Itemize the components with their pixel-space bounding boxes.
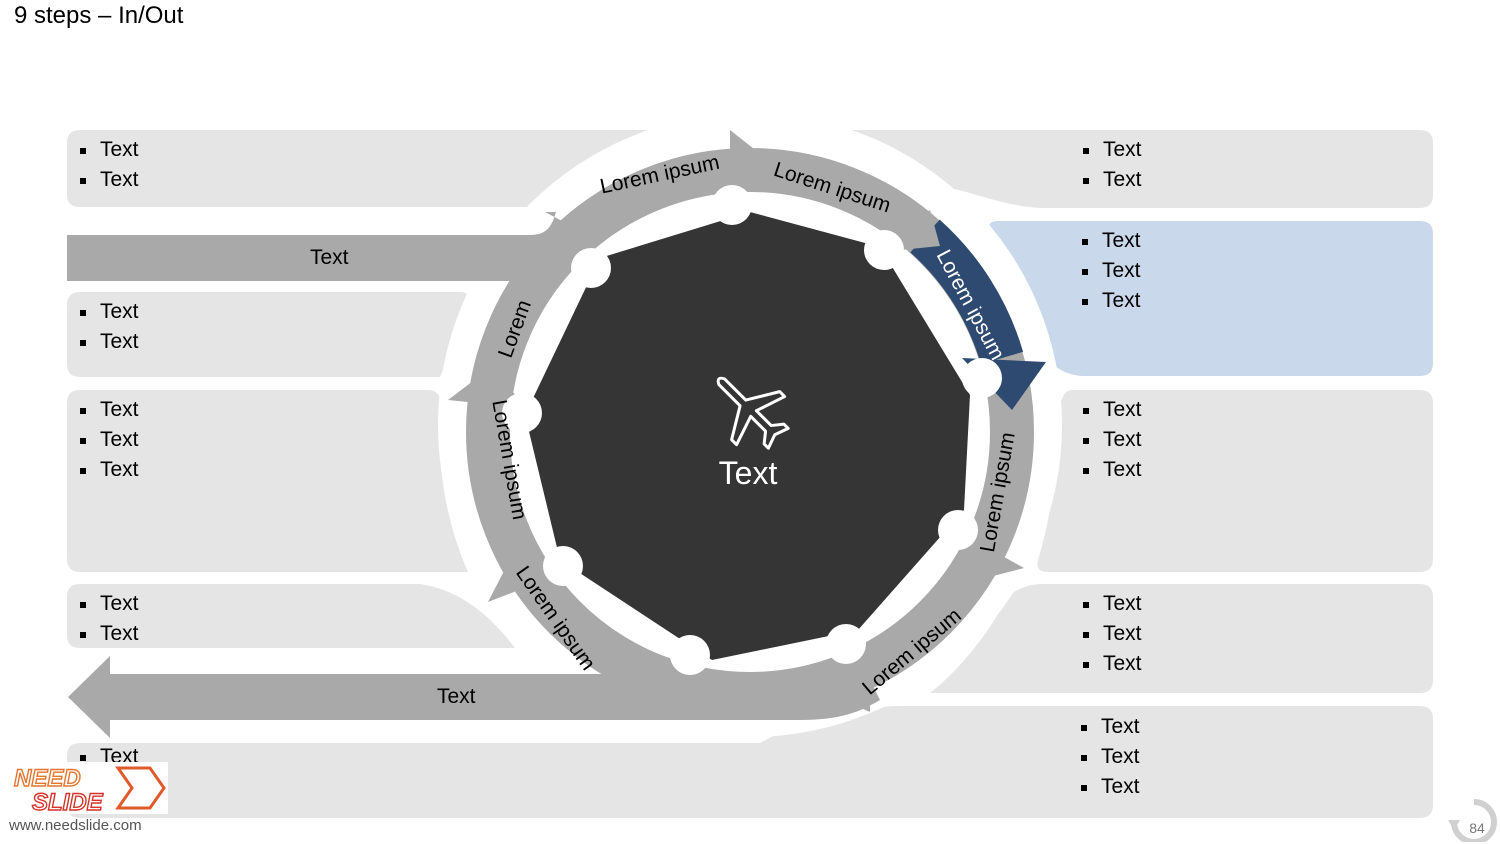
right-box-2-highlight (988, 221, 1433, 376)
bullet-item: Text (1083, 649, 1142, 679)
left-box-4 (67, 584, 515, 648)
right-box-3 (1037, 390, 1433, 572)
right-box-4 (930, 584, 1433, 693)
bullet-item: Text (1081, 772, 1140, 802)
right-box-5-list: Text Text Text (1081, 712, 1140, 802)
arrowhead-1 (730, 130, 768, 196)
left-box-1 (67, 130, 650, 207)
arrowhead-8 (448, 368, 528, 408)
bullet-item: Text (80, 327, 139, 357)
arrowhead-7 (488, 540, 545, 602)
right-box-1 (848, 130, 1433, 208)
center-label: Text (718, 455, 778, 491)
input-arrow-label: Text (310, 246, 349, 269)
airplane-icon (716, 376, 790, 450)
bullet-item: Text (1082, 226, 1141, 256)
bullet-item: Text (1083, 455, 1142, 485)
left-box-2-list: Text Text (80, 297, 139, 357)
bullet-item: Text (80, 297, 139, 327)
bullet-item: Text (1083, 165, 1142, 195)
bullet-item: Text (80, 619, 139, 649)
output-arrow (68, 656, 880, 738)
needslide-logo: NEED SLIDE (10, 762, 168, 814)
bullet-item: Text (80, 395, 139, 425)
bullet-item: Text (1082, 286, 1141, 316)
recycle-icon (1448, 799, 1497, 842)
logo-text-bottom: SLIDE (32, 789, 104, 814)
left-box-5 (67, 706, 1433, 818)
hub-notches (502, 185, 1002, 675)
bullet-item: Text (1083, 135, 1142, 165)
highlight-step-arc (910, 219, 1024, 365)
input-arrow (67, 212, 598, 281)
bullet-item: Text (1081, 712, 1140, 742)
right-box-4-list: Text Text Text (1083, 589, 1142, 679)
bullet-item: Text (80, 165, 139, 195)
brand-url: www.needslide.com (9, 817, 142, 834)
bullet-item: Text (1083, 589, 1142, 619)
right-box-2-list: Text Text Text (1082, 226, 1141, 316)
bullet-item: Text (1083, 395, 1142, 425)
right-box-3-list: Text Text Text (1083, 395, 1142, 485)
bullet-item: Text (80, 425, 139, 455)
bullet-item: Text (1082, 256, 1141, 286)
bullet-item: Text (1081, 742, 1140, 772)
left-box-4-list: Text Text (80, 589, 139, 649)
slide-title: 9 steps – In/Out (14, 2, 184, 29)
logo-text-top: NEED (14, 765, 81, 792)
bullet-item: Text (1083, 425, 1142, 455)
left-box-3 (67, 390, 468, 572)
center-hub (525, 212, 970, 660)
bullet-item: Text (80, 455, 139, 485)
right-box-1-list: Text Text (1083, 135, 1142, 195)
left-box-2 (67, 292, 469, 377)
bullet-item: Text (1083, 619, 1142, 649)
left-box-1-list: Text Text (80, 135, 139, 195)
bullet-item: Text (80, 135, 139, 165)
page-number: 84 (1469, 820, 1485, 836)
bullet-item: Text (80, 589, 139, 619)
output-arrow-label: Text (437, 685, 476, 708)
left-box-3-list: Text Text Text (80, 395, 139, 485)
